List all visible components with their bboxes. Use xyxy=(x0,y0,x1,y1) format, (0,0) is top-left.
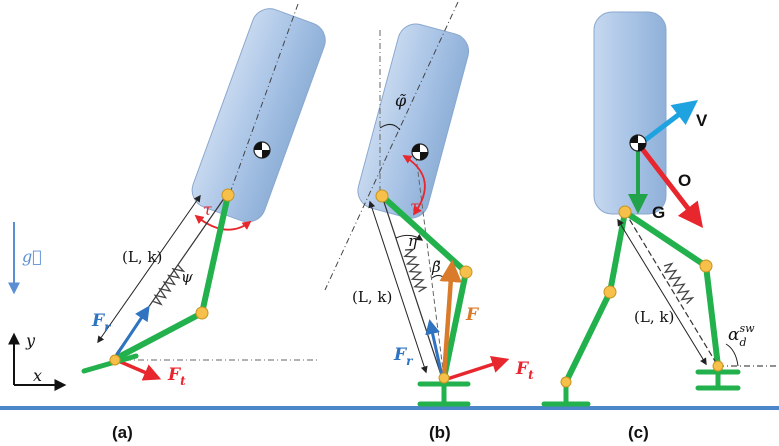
torso-b xyxy=(357,23,470,219)
torso-a xyxy=(191,8,326,223)
hip-joint-c xyxy=(618,205,632,219)
leg-length-arrow-a xyxy=(97,194,201,344)
f-label-b: F xyxy=(465,305,480,325)
v-label-c: V xyxy=(696,111,708,130)
leg-length-arrow-c xyxy=(617,218,707,366)
stance-leg-c xyxy=(563,209,628,385)
torque-label-b: τ xyxy=(410,197,420,216)
force-fr-arrow-b xyxy=(425,319,444,377)
fr-label-a: Fr xyxy=(91,311,112,334)
ankle-joint-c1 xyxy=(560,376,572,388)
force-f-arrow-b xyxy=(439,259,462,377)
torso-axis-a xyxy=(229,3,299,194)
alpha-arc-c xyxy=(725,343,739,367)
force-ft-arrow-b xyxy=(443,355,510,382)
eta-label-b: η xyxy=(408,232,417,250)
center-of-mass-icon xyxy=(253,141,271,159)
caption-a: (a) xyxy=(112,423,133,442)
beta-arc-b xyxy=(431,274,447,281)
spring-params-label-a: (L, k) xyxy=(122,248,162,266)
torque-label-a: τ xyxy=(203,200,213,219)
phi-arc-b xyxy=(379,124,401,131)
knee-joint-c2 xyxy=(699,259,713,273)
torque-arc-a xyxy=(194,214,252,231)
panel-c: V O G (L, k) αdsw (c) xyxy=(541,11,779,442)
support-ref-b xyxy=(415,155,445,379)
spring-coil-c xyxy=(663,262,695,305)
force-ft-arrow-a xyxy=(115,358,162,381)
leg-length-arrow-b xyxy=(368,200,428,374)
spring-params-label-b: (L, k) xyxy=(352,288,392,306)
alpha-label-c: αdsw xyxy=(728,322,755,349)
hip-joint-b xyxy=(375,189,389,203)
eta-arc-b xyxy=(395,233,424,241)
center-of-mass-icon xyxy=(411,143,429,161)
panel-b: φ̃ τ η β̃ F (L, k) Fr Ft (b) xyxy=(324,1,534,442)
spring-params-label-c: (L, k) xyxy=(634,308,674,326)
ft-label-a: Ft xyxy=(167,365,186,388)
fr-label-b: Fr xyxy=(393,345,414,368)
caption-c: (c) xyxy=(628,423,649,442)
force-fr-arrow-a xyxy=(114,305,150,357)
force-o-arrow-c xyxy=(638,144,704,228)
panel-a: τ (L, k) ψ Fr Ft (a) xyxy=(81,3,326,442)
ankle-joint-b xyxy=(438,372,450,384)
knee-joint-b xyxy=(459,265,473,279)
hip-joint-a xyxy=(221,188,235,202)
knee-joint-c1 xyxy=(603,285,617,299)
ankle-joint-a xyxy=(109,354,121,366)
force-v-arrow-c xyxy=(638,99,698,146)
beta-label-b: β̃ xyxy=(431,258,441,276)
ft-label-b: Ft xyxy=(515,359,534,382)
psi-label-a: ψ xyxy=(181,268,193,286)
x-axis-label: x xyxy=(33,366,42,385)
gravity-label: g⃗ xyxy=(22,247,42,266)
xy-axes xyxy=(7,332,67,391)
spring-coil-a xyxy=(153,264,186,306)
caption-b: (b) xyxy=(429,423,451,442)
knee-joint-a xyxy=(195,306,209,320)
o-label-c: O xyxy=(678,171,691,190)
spring-rod-c xyxy=(624,211,719,367)
center-of-mass-icon xyxy=(629,134,647,152)
phi-label-b: φ̃ xyxy=(395,91,407,110)
ground-line xyxy=(0,406,779,410)
ankle-joint-c2 xyxy=(712,360,724,372)
torso-axis-b xyxy=(324,1,459,291)
g-label-c: G xyxy=(652,203,665,222)
foot-a xyxy=(81,353,139,374)
torso-c xyxy=(593,11,667,215)
swing-leg-c xyxy=(622,209,721,369)
y-axis-label: y xyxy=(25,331,36,350)
